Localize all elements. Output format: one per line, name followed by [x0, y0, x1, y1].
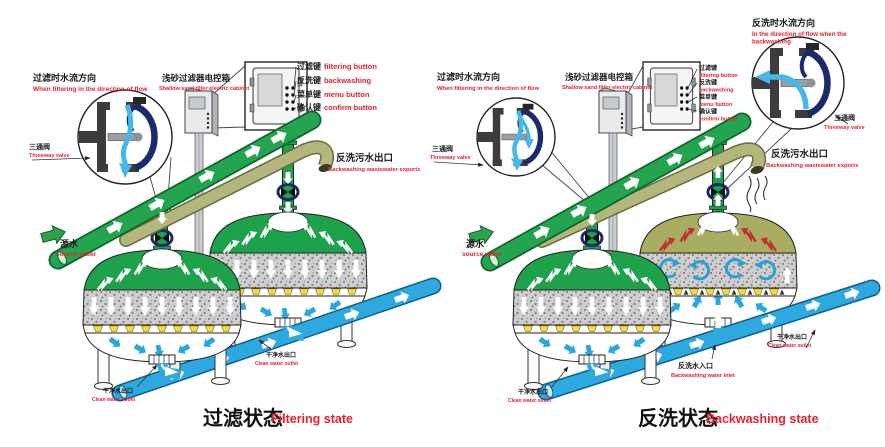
flow-direction-label-en: When filtering in the direction of flow: [437, 86, 540, 92]
threeway-valve-label-en: Threeway valve: [29, 153, 70, 159]
confirm-button-label-en: confirm button: [699, 117, 738, 123]
clean-outlet-arrow-1: [550, 366, 569, 389]
flow-direction-label-en: When filtering in the direction of flow: [33, 86, 148, 93]
backwash-waste-pipe: [535, 142, 768, 248]
flow-arrow-head: [755, 70, 770, 84]
source-water-pipe: [467, 112, 752, 272]
button-leader-line: [687, 108, 698, 112]
threeway-valve-left-label-zh: 三通阀: [432, 144, 453, 153]
button-leader-line: [687, 68, 698, 89]
cabinet-label-en: Shallow sand filter electric cabinet: [159, 86, 249, 92]
valve-detail-circle-filtering: [477, 97, 556, 177]
clean-outlet-arrow-2: [805, 329, 816, 349]
threeway-valve-arrow: [31, 156, 91, 161]
flow-arrow-down: [120, 104, 134, 167]
clean-outlet-label-2-zh: 干净水出口: [266, 351, 296, 359]
clean-outlet-label-2-en: Clean water outlet: [255, 361, 298, 367]
menu-button-label-zh: 菜单键: [698, 93, 718, 101]
source-water-label-zh: 源水: [466, 238, 485, 249]
confirm-button-label-zh: 确认键: [699, 108, 718, 116]
backwash-inlet-label-en: Backwashing water inlet: [671, 373, 735, 379]
backwash-flow-label-zh: 反洗时水流方向: [752, 17, 815, 28]
threeway-valve-right-arrow: [835, 115, 849, 125]
caption-en: Backwashing state: [706, 412, 819, 426]
backwash-outlet-label-zh: 反洗污水出口: [336, 152, 393, 164]
valve-callout-line: [540, 163, 587, 203]
button-leader-line: [687, 82, 698, 96]
caption-zh: 过滤状态: [203, 406, 283, 430]
button-leader-line: [687, 96, 698, 103]
threeway-valve-label-zh: 三通阀: [29, 142, 50, 151]
cabinet-label-zh: 浅砂过滤器电控箱: [565, 72, 634, 82]
clean-outlet-label-1-en: Clean water outlet: [508, 398, 551, 404]
valve-callout-line: [548, 148, 592, 201]
button-leader-line: [293, 80, 297, 96]
flow-arrow-left: [768, 74, 809, 110]
clean-outlet-label-2-en: Clean water outlet: [768, 343, 811, 349]
threeway-valve-left-arrow: [433, 161, 484, 167]
backwash-outlet-label-en: Backwashing wastewater exports: [328, 167, 420, 173]
backwash-inlet-arrow: [711, 344, 717, 360]
flow-direction-label-zh: 过滤时水流方向: [33, 72, 96, 83]
cabinet-callout-line: [211, 65, 246, 96]
flow-direction-label-zh: 过滤时水流方向: [437, 71, 500, 82]
source-water-label-en: source water: [56, 251, 97, 258]
threeway-valve-left-label-en: Threeway valve: [430, 155, 471, 161]
clean-outlet-arrow-1: [136, 364, 158, 388]
valve-detail-circle-backwashing: [752, 36, 845, 130]
elbow-flow-arrow: [590, 363, 609, 377]
source-water-label-en: source water: [462, 251, 503, 258]
valve-detail-circle: [78, 89, 173, 185]
button-leader-line: [293, 94, 297, 103]
pipe-mouth: [118, 385, 128, 399]
filtering-button-label-zh: 过滤键: [699, 64, 718, 72]
button-leader-line: [293, 107, 297, 110]
menu-button-label-en: menu button: [699, 102, 733, 108]
button-leader-line: [293, 66, 297, 89]
pipe-mouth: [56, 251, 68, 265]
flow-arrow-head: [119, 163, 132, 178]
waste-spout-mouth: [750, 165, 764, 175]
cabinet-label-zh: 浅砂过滤器电控箱: [162, 73, 231, 83]
filtering-button-label-en: filtering button: [699, 73, 738, 79]
left-diagram: 过滤时水流方向 When filtering in the direction …: [29, 61, 442, 430]
backwashing-button-label-zh: 反洗键: [699, 79, 718, 87]
flow-arrow-branch: [518, 115, 531, 141]
backwash-waste-pipe: [119, 140, 334, 247]
flow-arrow-head: [524, 139, 534, 149]
source-water-label-zh: 源水: [60, 238, 79, 249]
clean-outlet-label-1-zh: 干净水出口: [518, 388, 548, 396]
cabinet-callout-line: [625, 65, 644, 98]
threeway-valve-right-label-en: Threeway valve: [824, 125, 865, 131]
backwash-flow-label-en1: In the direction of flow when the: [752, 31, 847, 38]
source-water-pipe: [39, 110, 322, 270]
backwashing-button-label-en: backwashing: [699, 88, 734, 94]
clean-outlet-label-1-en: Clean water outlet: [92, 397, 135, 403]
elbow-flow-arrow: [286, 326, 303, 338]
clean-outlet-label-2-zh: 干净水出口: [777, 333, 807, 341]
flow-arrow-head: [511, 158, 523, 171]
clean-outlet-label-1-zh: 干净水出口: [103, 387, 133, 395]
right-diagram: 反洗时水流方向 In the direction of flow when th…: [430, 17, 881, 430]
pipe-mouth: [488, 253, 500, 267]
backwash-outlet-label-en: Backwashing wastewater exports: [766, 163, 858, 169]
control-panel-detail-box: [642, 61, 701, 131]
caption-zh: 反洗状态: [638, 406, 718, 430]
backwash-inlet-label-zh: 反洗水入口: [678, 361, 713, 370]
caption-en: Filtering state: [271, 412, 353, 426]
backwash-outlet-label-zh: 反洗污水出口: [771, 148, 828, 160]
clean-outlet-arrow-2: [258, 339, 273, 351]
discharge-water: [746, 175, 768, 213]
threeway-valve-right-label-zh: 三通阀: [834, 113, 855, 122]
backwash-flow-label-en2: backwashing: [752, 39, 791, 46]
elbow-flow-arrow: [160, 363, 179, 377]
waste-spout-mouth: [318, 163, 332, 173]
cabinet-label-en: Shallow sand filter electric cabinet: [562, 85, 652, 91]
